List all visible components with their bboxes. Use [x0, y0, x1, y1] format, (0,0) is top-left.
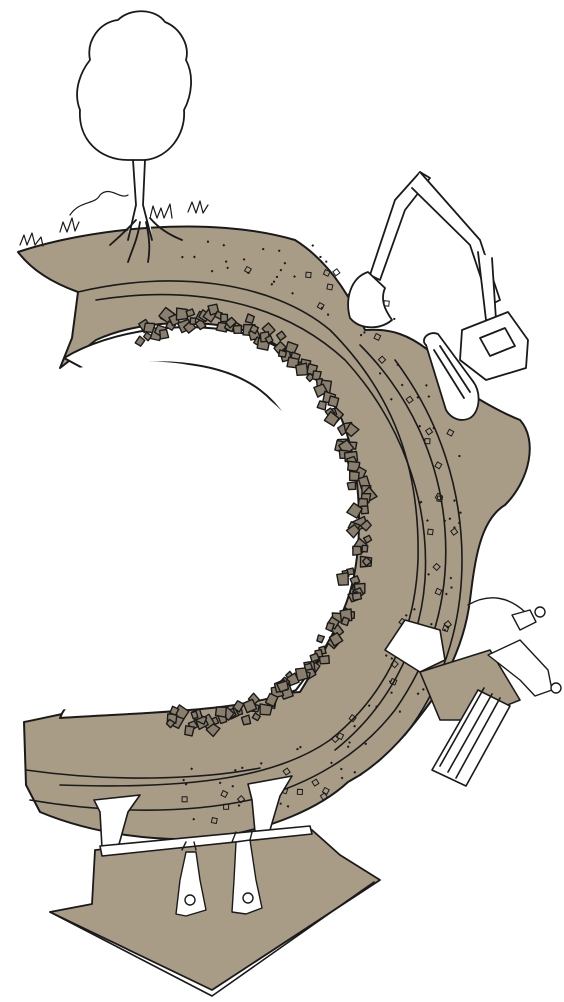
soil-speck — [273, 281, 275, 283]
soil-speck — [319, 256, 321, 258]
soil-speck — [311, 244, 314, 247]
soil-speck — [397, 364, 399, 366]
soil-speck — [262, 248, 264, 250]
rubble-stone — [221, 314, 228, 322]
rubble-stone — [279, 350, 287, 357]
rubble-stone — [185, 726, 194, 736]
rubble-stone — [337, 573, 349, 586]
rubble-stone — [352, 593, 361, 601]
tree-icon — [77, 11, 191, 262]
rubble-stone — [216, 707, 227, 717]
rubble-stone — [233, 325, 241, 333]
rubble-stone — [319, 656, 329, 664]
rubble-stone — [350, 471, 360, 480]
soil-speck — [459, 512, 461, 514]
soil-speck — [279, 803, 281, 805]
rubble-stone — [362, 545, 368, 552]
rubble-stone — [296, 363, 308, 375]
soil-speck — [399, 711, 401, 713]
soil-speck — [390, 692, 392, 694]
soil-speck — [325, 261, 327, 263]
rubble-stone — [242, 715, 251, 725]
rubble-stone — [160, 330, 169, 340]
soil-speck — [232, 785, 234, 787]
soil-speck — [458, 455, 460, 457]
rubble-stone — [328, 396, 339, 407]
soil-speck — [360, 334, 362, 336]
rubble-stone — [353, 546, 362, 555]
soil-speck — [379, 372, 381, 374]
soil-speck — [207, 241, 209, 243]
rubble-stone — [260, 704, 272, 715]
soil-speck — [363, 331, 365, 333]
soil-speck — [393, 318, 395, 320]
soil-speck — [276, 276, 278, 278]
soil-speck — [241, 767, 243, 769]
soil-speck — [433, 427, 435, 429]
rubble-stone — [347, 482, 355, 490]
soil-speck — [327, 314, 329, 316]
rubble-stone — [177, 308, 188, 320]
lower-gallery — [50, 830, 380, 990]
rubble-stone — [361, 506, 368, 514]
